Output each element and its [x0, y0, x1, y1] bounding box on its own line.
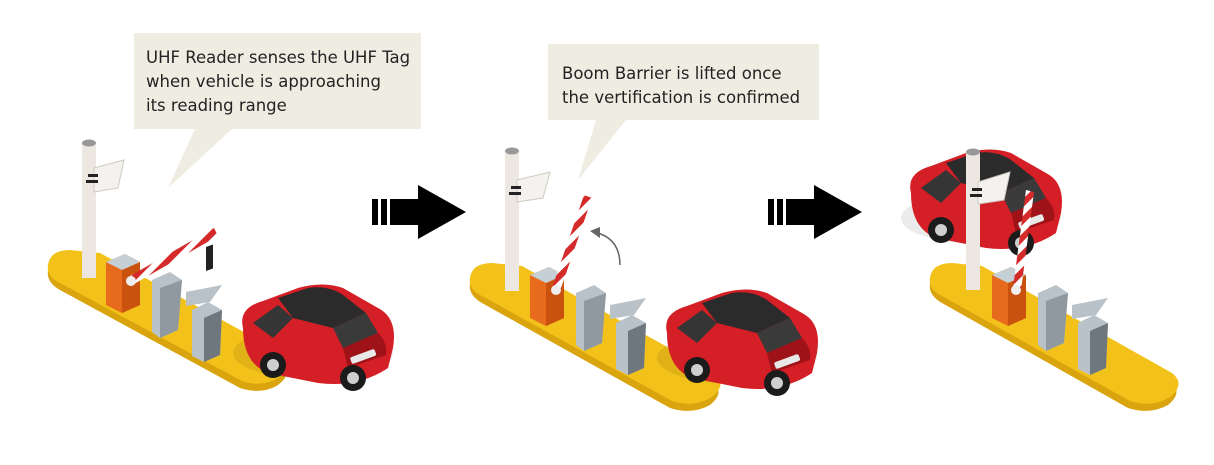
boom-barrier-icon — [992, 190, 1034, 326]
bubble-2-line-2: the vertification is confirmed — [562, 88, 800, 107]
ticket-kiosk-icon — [152, 272, 222, 338]
uhf-reader-icon — [505, 147, 551, 291]
boom-barrier-icon — [106, 228, 218, 313]
flow-arrow-icon — [372, 185, 466, 239]
bubble-1-line-2: when vehicle is approaching — [146, 72, 381, 91]
speech-bubble-1: UHF Reader senses the UHF Tag when vehic… — [134, 33, 421, 188]
ticket-kiosk-icon — [1038, 285, 1108, 351]
lift-arrow-icon — [597, 232, 621, 266]
reader-kiosk-icon — [192, 244, 222, 362]
bubble-1-line-1: UHF Reader senses the UHF Tag — [146, 48, 410, 67]
bubble-1-line-3: its reading range — [146, 96, 287, 115]
uhf-reader-icon — [966, 148, 1011, 290]
ticket-kiosk-icon — [576, 285, 646, 351]
bubble-2-line-1: Boom Barrier is lifted once — [562, 64, 782, 83]
step-2: Boom Barrier is lifted once the vertific… — [469, 44, 819, 411]
reader-kiosk-icon — [1078, 315, 1108, 375]
flow-arrow-icon — [768, 185, 862, 239]
uhf-reader-icon — [82, 139, 125, 278]
step-1: UHF Reader senses the UHF Tag when vehic… — [47, 33, 421, 391]
reader-kiosk-icon — [616, 315, 646, 375]
speech-bubble-2: Boom Barrier is lifted once the vertific… — [548, 44, 819, 180]
boom-barrier-icon — [530, 195, 592, 326]
step-3 — [901, 148, 1179, 411]
